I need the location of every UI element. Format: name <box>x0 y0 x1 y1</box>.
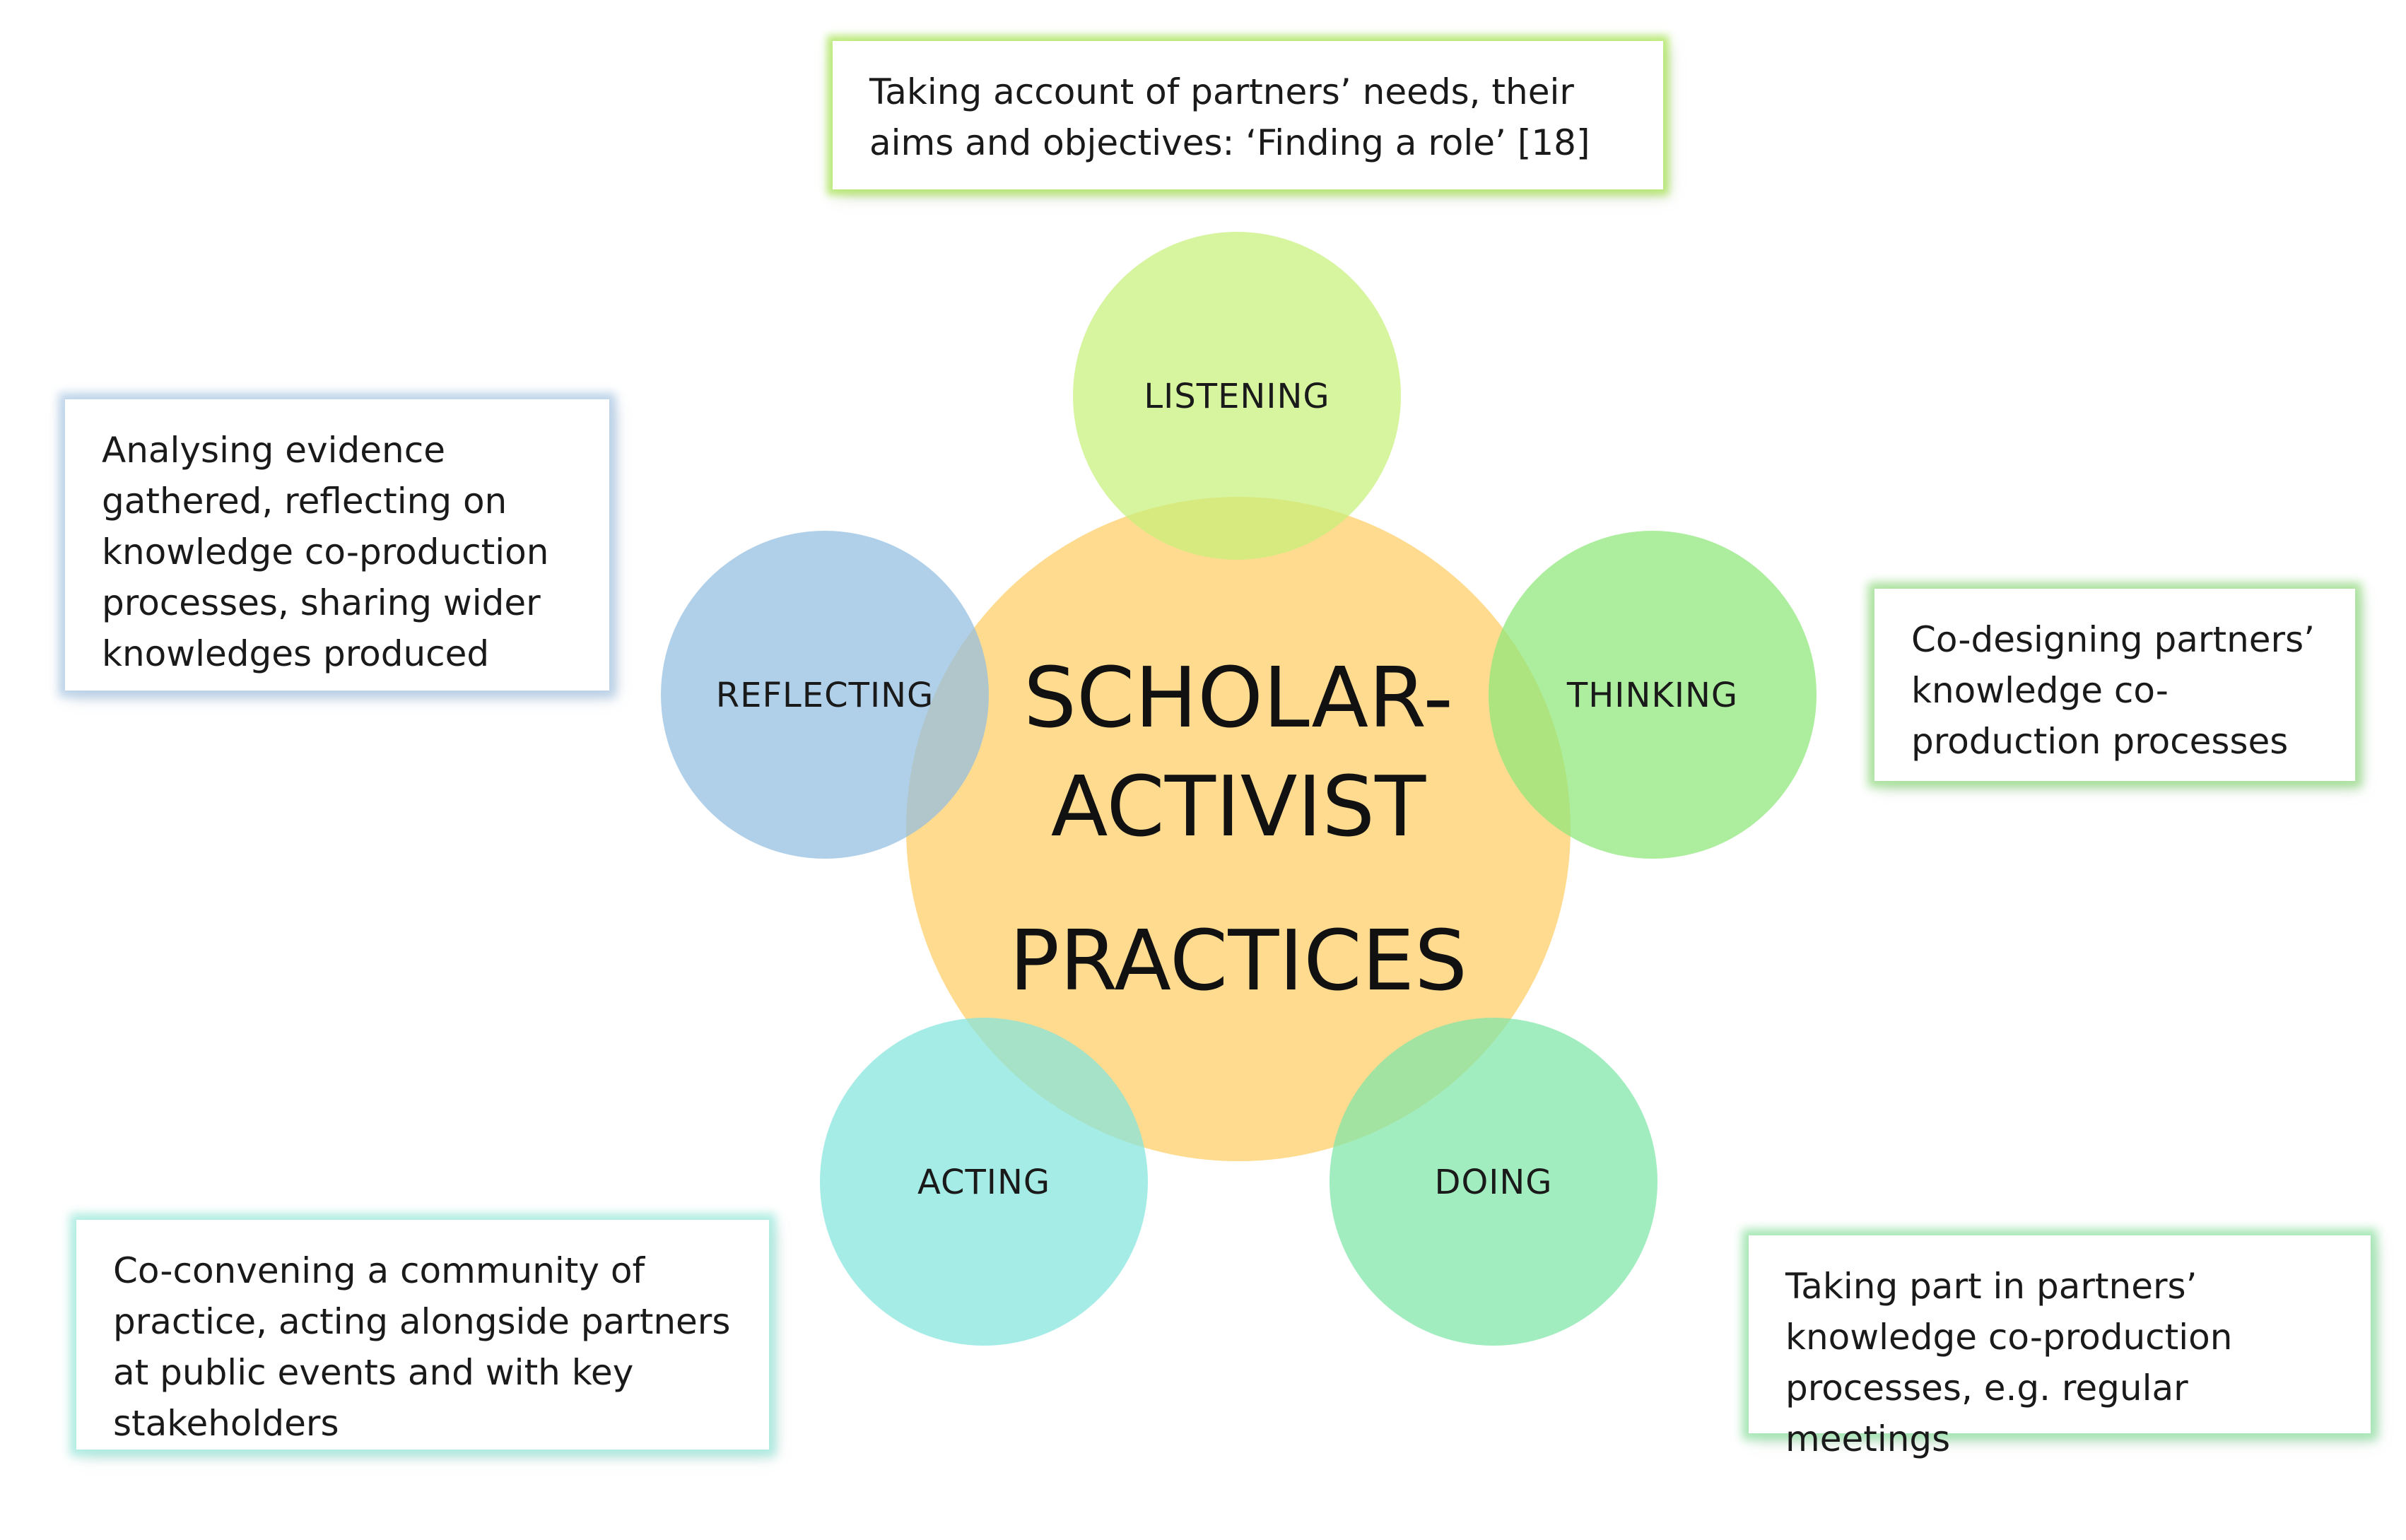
center-title-line-3: PRACTICES <box>1009 912 1467 1009</box>
doing-note-text: Taking part in partners’ knowledge co-pr… <box>1785 1266 2233 1459</box>
reflecting-note: Analysing evidence gathered, reflecting … <box>65 399 609 690</box>
acting-circle <box>820 1018 1148 1346</box>
thinking-label: THINKING <box>1566 676 1738 715</box>
reflecting-circle <box>661 531 989 859</box>
acting-label: ACTING <box>917 1163 1050 1202</box>
listening-label: LISTENING <box>1144 377 1330 416</box>
center-title-line-2: ACTIVIST <box>1051 758 1426 855</box>
thinking-circle <box>1489 531 1817 859</box>
doing-circle <box>1330 1018 1657 1346</box>
listening-note-text: Taking account of partners’ needs, their… <box>869 71 1590 163</box>
thinking-note: Co-designing partners’ knowledge co-prod… <box>1874 589 2355 781</box>
acting-note-text: Co-convening a community of practice, ac… <box>113 1250 731 1444</box>
listening-note: Taking account of partners’ needs, their… <box>833 41 1663 189</box>
reflecting-label: REFLECTING <box>716 676 934 715</box>
listening-circle <box>1073 232 1401 560</box>
center-title-line-1: SCHOLAR- <box>1023 649 1453 746</box>
doing-note: Taking part in partners’ knowledge co-pr… <box>1749 1235 2371 1459</box>
thinking-note-text: Co-designing partners’ knowledge co-prod… <box>1911 619 2316 762</box>
center-circle <box>906 497 1571 1161</box>
acting-note: Co-convening a community of practice, ac… <box>76 1220 769 1450</box>
doing-label: DOING <box>1435 1163 1553 1202</box>
reflecting-note-text: Analysing evidence gathered, reflecting … <box>102 430 549 674</box>
